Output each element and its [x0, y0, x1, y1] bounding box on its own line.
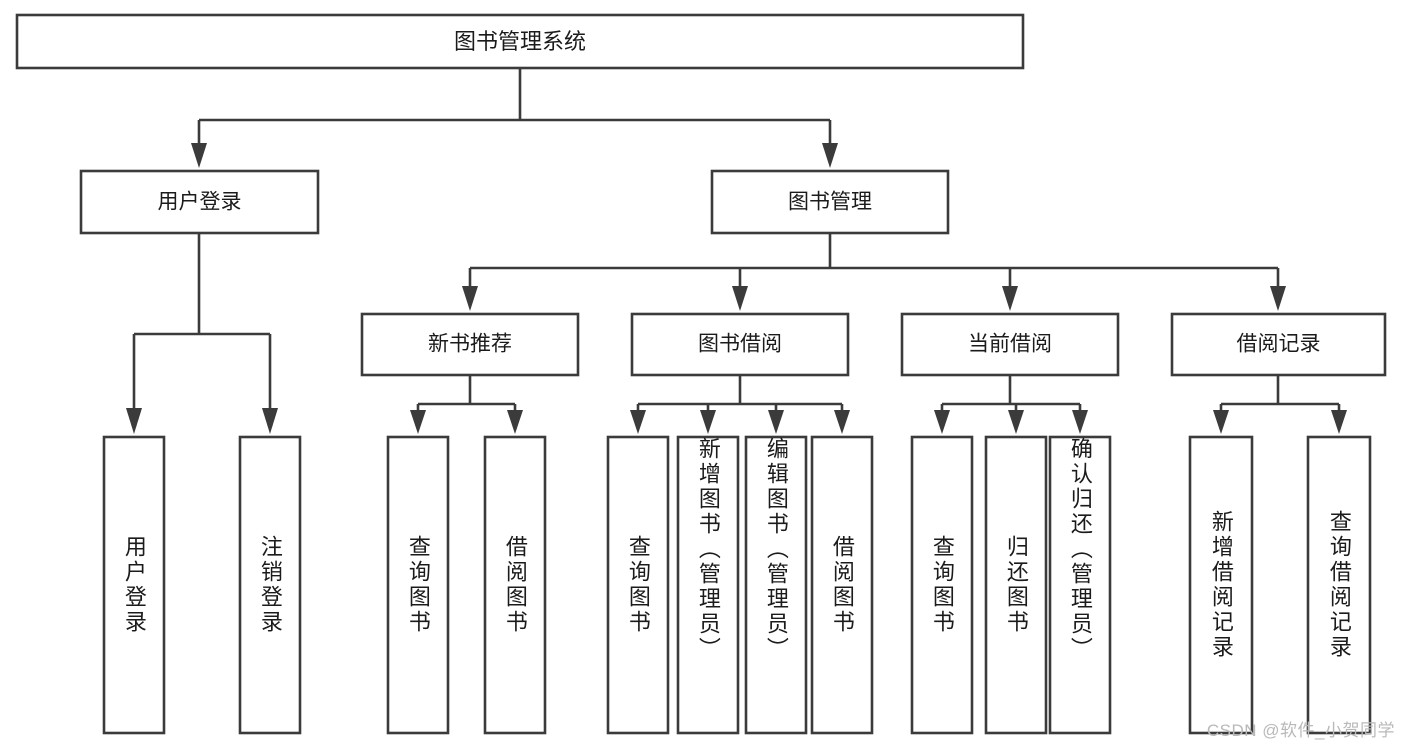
leaf-box-user-login[interactable]	[102, 435, 166, 735]
node-borrow-record-label: 借阅记录	[1237, 333, 1321, 356]
node-book-manage-label: 图书管理	[788, 191, 872, 214]
arrow-head-icon	[126, 408, 142, 434]
arrow-head-icon	[462, 286, 478, 311]
node-current-borrow[interactable]: 当前借阅	[900, 312, 1120, 377]
leaf-box-query-borrow-record[interactable]	[1306, 435, 1372, 735]
node-new-book-recommend-label: 新书推荐	[428, 333, 512, 356]
arrow-head-icon	[410, 410, 426, 434]
leaf-box-borrow-book[interactable]	[810, 435, 874, 735]
connector-group-bookborrow-to-leaves	[630, 375, 850, 434]
node-book-borrow[interactable]: 图书借阅	[630, 312, 850, 377]
node-borrow-record-box	[1170, 312, 1387, 377]
arrow-head-icon	[934, 410, 950, 434]
arrow-head-icon	[700, 410, 716, 434]
arrow-head-icon	[630, 410, 646, 434]
connector-group-userlogin-to-leaves	[126, 233, 278, 434]
arrow-head-icon	[507, 410, 523, 434]
leaf-box-add-book-admin[interactable]	[676, 435, 740, 735]
node-current-borrow-box	[900, 312, 1120, 377]
arrow-head-icon	[191, 143, 207, 168]
connector-group-bookmanage-to-level3	[462, 233, 1286, 311]
arrow-head-icon	[834, 410, 850, 434]
leaf-boxes-group	[102, 435, 1372, 735]
arrow-head-icon	[262, 408, 278, 434]
connector-group-currentborrow-to-leaves	[934, 375, 1088, 434]
arrow-head-icon	[1002, 286, 1018, 311]
connector-group-root-to-level2	[191, 68, 838, 168]
arrow-head-icon	[822, 143, 838, 168]
node-user-login-label: 用户登录	[158, 191, 242, 214]
arrow-head-icon	[768, 410, 784, 434]
node-current-borrow-label: 当前借阅	[968, 333, 1052, 356]
node-book-manage-box	[710, 169, 950, 235]
node-user-login[interactable]: 用户登录	[79, 169, 320, 235]
node-book-borrow-label: 图书借阅	[698, 333, 782, 356]
node-new-book-recommend-box	[360, 312, 580, 377]
node-root-box	[15, 13, 1025, 70]
leaf-box-query-book-cur[interactable]	[910, 435, 974, 735]
node-root-system[interactable]: 图书管理系统	[15, 13, 1025, 70]
arrow-head-icon	[1008, 410, 1024, 434]
leaf-box-borrow-book-rec[interactable]	[483, 435, 547, 735]
leaf-box-add-borrow-record[interactable]	[1188, 435, 1254, 735]
arrow-head-icon	[1072, 410, 1088, 434]
node-book-borrow-box	[630, 312, 850, 377]
arrow-head-icon	[1331, 410, 1347, 434]
connector-group-borrowrecord-to-leaves	[1213, 375, 1347, 434]
node-new-book-recommend[interactable]: 新书推荐	[360, 312, 580, 377]
node-user-login-box	[79, 169, 320, 235]
leaf-box-query-book-borrow[interactable]	[606, 435, 670, 735]
connector-group-newbook-to-leaves	[410, 375, 523, 434]
arrow-head-icon	[732, 286, 748, 311]
arrow-head-icon	[1213, 410, 1229, 434]
node-book-manage[interactable]: 图书管理	[710, 169, 950, 235]
leaf-box-return-book[interactable]	[984, 435, 1048, 735]
leaf-box-query-book-rec[interactable]	[386, 435, 450, 735]
watermark-text: CSDN @软件_小贺同学	[1206, 721, 1395, 740]
leaf-box-user-logout[interactable]	[238, 435, 302, 735]
leaf-box-edit-book-admin[interactable]	[744, 435, 808, 735]
node-borrow-record[interactable]: 借阅记录	[1170, 312, 1387, 377]
node-root-label: 图书管理系统	[454, 29, 586, 54]
arrow-head-icon	[1270, 286, 1286, 311]
leaf-box-confirm-return-admin[interactable]	[1048, 435, 1112, 735]
